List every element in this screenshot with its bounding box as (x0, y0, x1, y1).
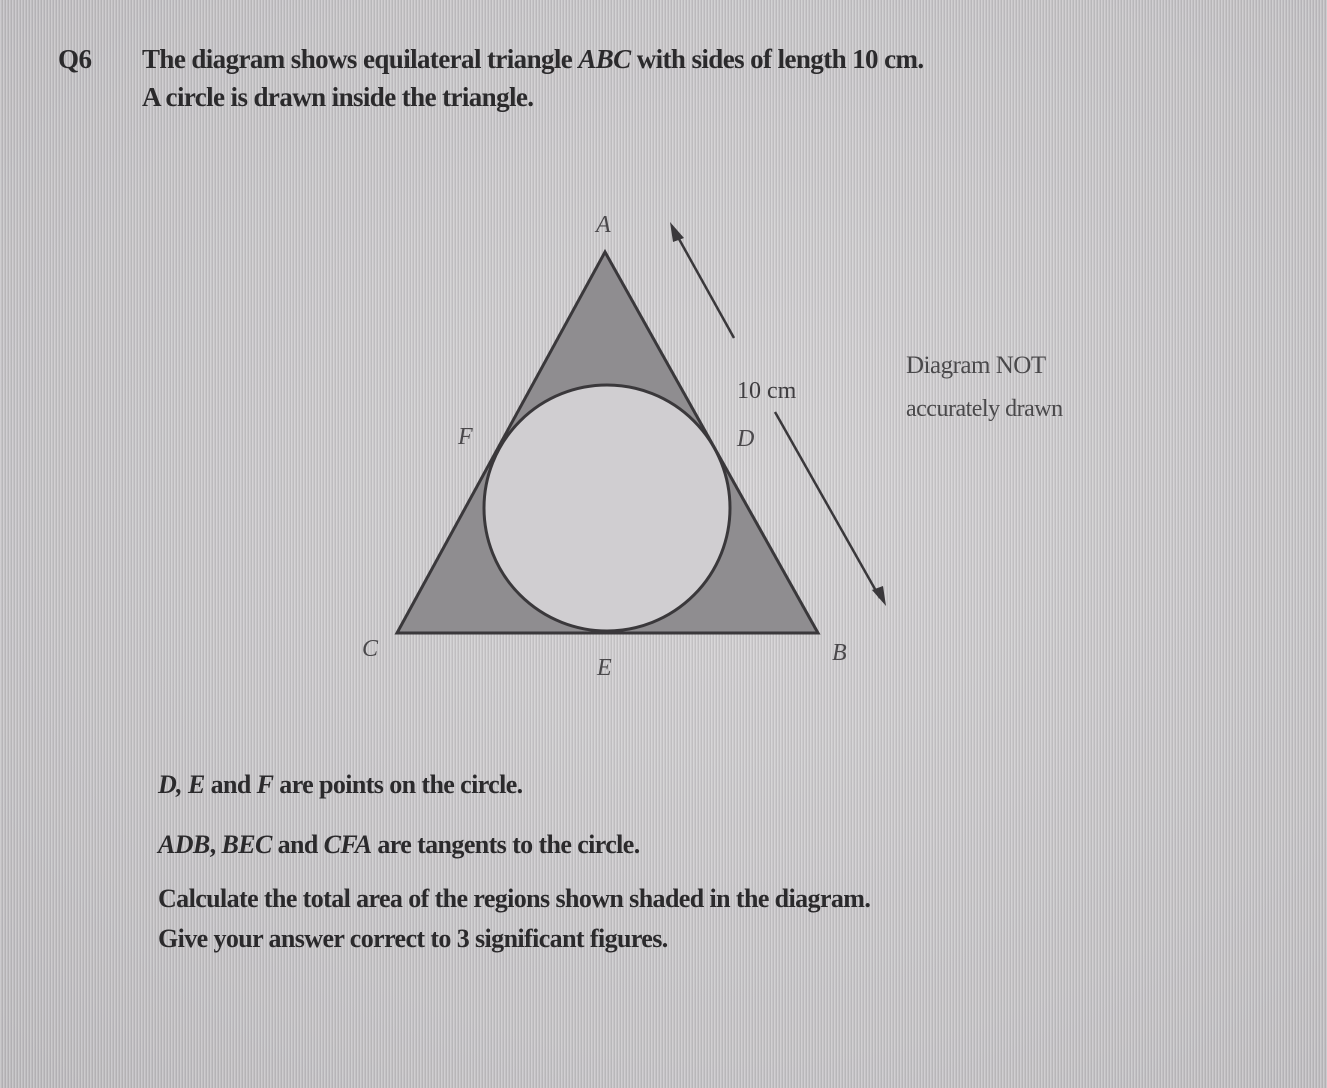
arrowhead-top-icon (670, 222, 684, 242)
inscribed-circle (482, 383, 732, 633)
text-and: and (204, 770, 257, 799)
var-de: D, E (158, 770, 205, 799)
vertex-label-b: B (832, 640, 847, 666)
instruction-significant-figures: Give your answer correct to 3 significan… (158, 924, 668, 953)
var-adb: ADB (158, 830, 210, 859)
diagram-note-line-2: accurately drawn (906, 396, 1063, 422)
text-sep: , (209, 830, 222, 859)
dimension-arrow (670, 222, 886, 606)
var-bec: BEC (221, 830, 272, 859)
var-cfa: CFA (323, 830, 372, 859)
tangent-label-f: F (457, 424, 473, 450)
var-f: F (256, 770, 274, 799)
vertex-label-c: C (362, 636, 379, 662)
arrowhead-bottom-icon (872, 586, 886, 606)
triangle-name: ABC (578, 44, 631, 74)
question-intro-line-1: The diagram shows equilateral triangle A… (142, 44, 924, 75)
diagram-note-line-1: Diagram NOT (906, 352, 1046, 379)
vertex-label-a: A (594, 212, 611, 238)
intro-text-end: with sides of length 10 cm. (630, 44, 924, 74)
tangent-label-e: E (596, 655, 612, 681)
tangent-label-d: D (736, 426, 754, 452)
text-rest: are tangents to the circle. (371, 830, 640, 859)
side-length-label: 10 cm (737, 378, 797, 404)
question-intro-line-2: A circle is drawn inside the triangle. (142, 82, 534, 112)
instruction-calculate: Calculate the total area of the regions … (158, 884, 871, 913)
triangle-abc (394, 248, 821, 635)
intro-text: The diagram shows equilateral triangle (142, 44, 579, 74)
statement-tangents: ADB, BEC and CFA are tangents to the cir… (158, 830, 640, 860)
statement-points-on-circle: D, E and F are points on the circle. (158, 770, 523, 800)
text-rest: are points on the circle. (273, 770, 523, 799)
text-and: and (271, 830, 324, 859)
question-number: Q6 (58, 44, 92, 74)
